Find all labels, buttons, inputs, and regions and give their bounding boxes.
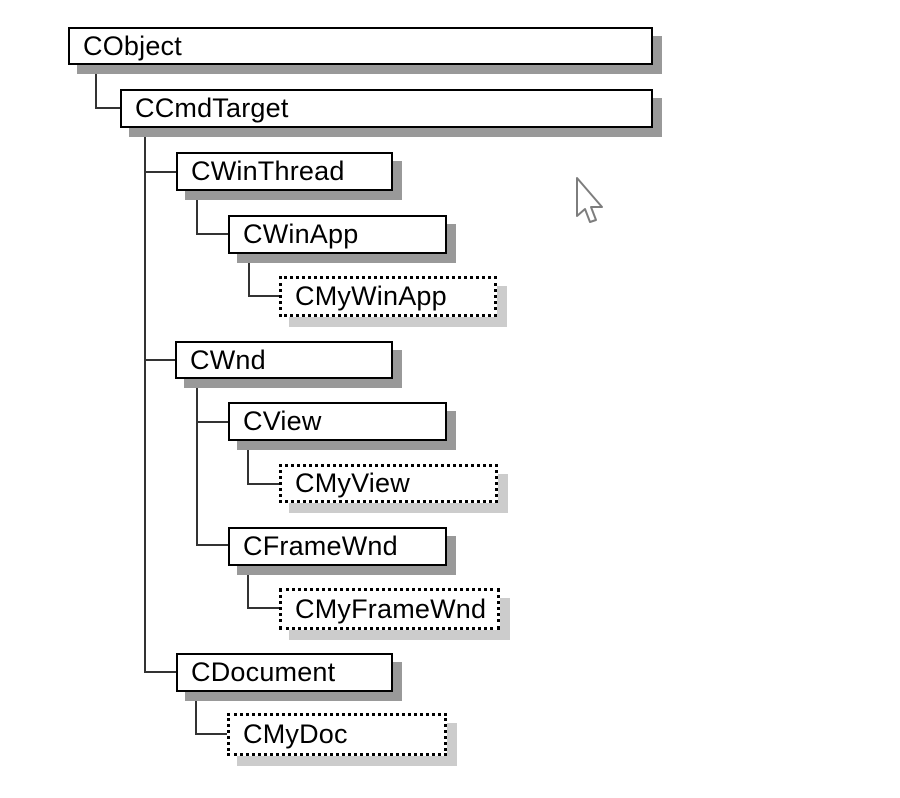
class-name-label: CFrameWnd xyxy=(243,531,398,561)
class-name-label: CCmdTarget xyxy=(135,93,289,123)
class-name-label: CView xyxy=(243,406,322,436)
connector-CWnd-to-CView xyxy=(197,421,228,423)
class-box-CView: CView xyxy=(228,402,447,441)
class-box-CObject: CObject xyxy=(68,27,653,65)
connector-CCmdTarget-to-CDocument xyxy=(145,671,176,673)
connector-CWinThread-to-CWinApp xyxy=(196,191,198,235)
class-box-CMyView: CMyView xyxy=(279,464,498,503)
connector-CWnd-to-CFrameWnd xyxy=(196,379,198,546)
connector-CObject-to-CCmdTarget xyxy=(95,65,97,109)
connector-CWnd-to-CFrameWnd xyxy=(197,544,228,546)
class-box-CDocument: CDocument xyxy=(176,653,393,692)
class-name-label: CObject xyxy=(83,30,182,61)
class-box-CFrameWnd: CFrameWnd xyxy=(228,527,447,566)
connector-CView-to-CMyView xyxy=(248,483,279,485)
connector-CCmdTarget-to-CDocument xyxy=(144,128,146,673)
connector-CWinThread-to-CWinApp xyxy=(197,233,228,235)
class-name-label: CDocument xyxy=(191,657,336,687)
class-box-CMyFrameWnd: CMyFrameWnd xyxy=(279,588,500,630)
class-name-label: CMyFrameWnd xyxy=(295,593,487,624)
connector-CWinApp-to-CMyWinApp xyxy=(248,254,250,297)
class-box-CMyDoc: CMyDoc xyxy=(227,713,447,756)
mouse-cursor-icon xyxy=(576,177,603,223)
connector-CDocument-to-CMyDoc xyxy=(195,692,197,735)
class-box-CWinThread: CWinThread xyxy=(176,152,393,191)
class-name-label: CWinApp xyxy=(243,219,359,249)
class-box-CWinApp: CWinApp xyxy=(228,215,447,254)
mouse-cursor-arrow xyxy=(576,177,603,223)
connector-CObject-to-CCmdTarget xyxy=(96,107,120,109)
class-name-label: CWinThread xyxy=(191,156,345,186)
connector-CDocument-to-CMyDoc xyxy=(196,733,227,735)
connector-CWinApp-to-CMyWinApp xyxy=(249,295,279,297)
connector-CCmdTarget-to-CWinThread xyxy=(145,171,176,173)
class-name-label: CMyDoc xyxy=(243,719,348,749)
connector-CFrameWnd-to-CMyFrameWnd xyxy=(248,607,279,609)
class-name-label: CMyWinApp xyxy=(295,281,447,311)
connector-CFrameWnd-to-CMyFrameWnd xyxy=(247,566,249,609)
class-name-label: CMyView xyxy=(295,468,410,498)
class-box-CMyWinApp: CMyWinApp xyxy=(279,276,497,317)
connector-CCmdTarget-to-CWnd xyxy=(145,359,175,361)
class-name-label: CWnd xyxy=(190,344,266,375)
class-box-CWnd: CWnd xyxy=(175,341,393,379)
connector-CView-to-CMyView xyxy=(247,441,249,485)
class-box-CCmdTarget: CCmdTarget xyxy=(120,89,653,128)
